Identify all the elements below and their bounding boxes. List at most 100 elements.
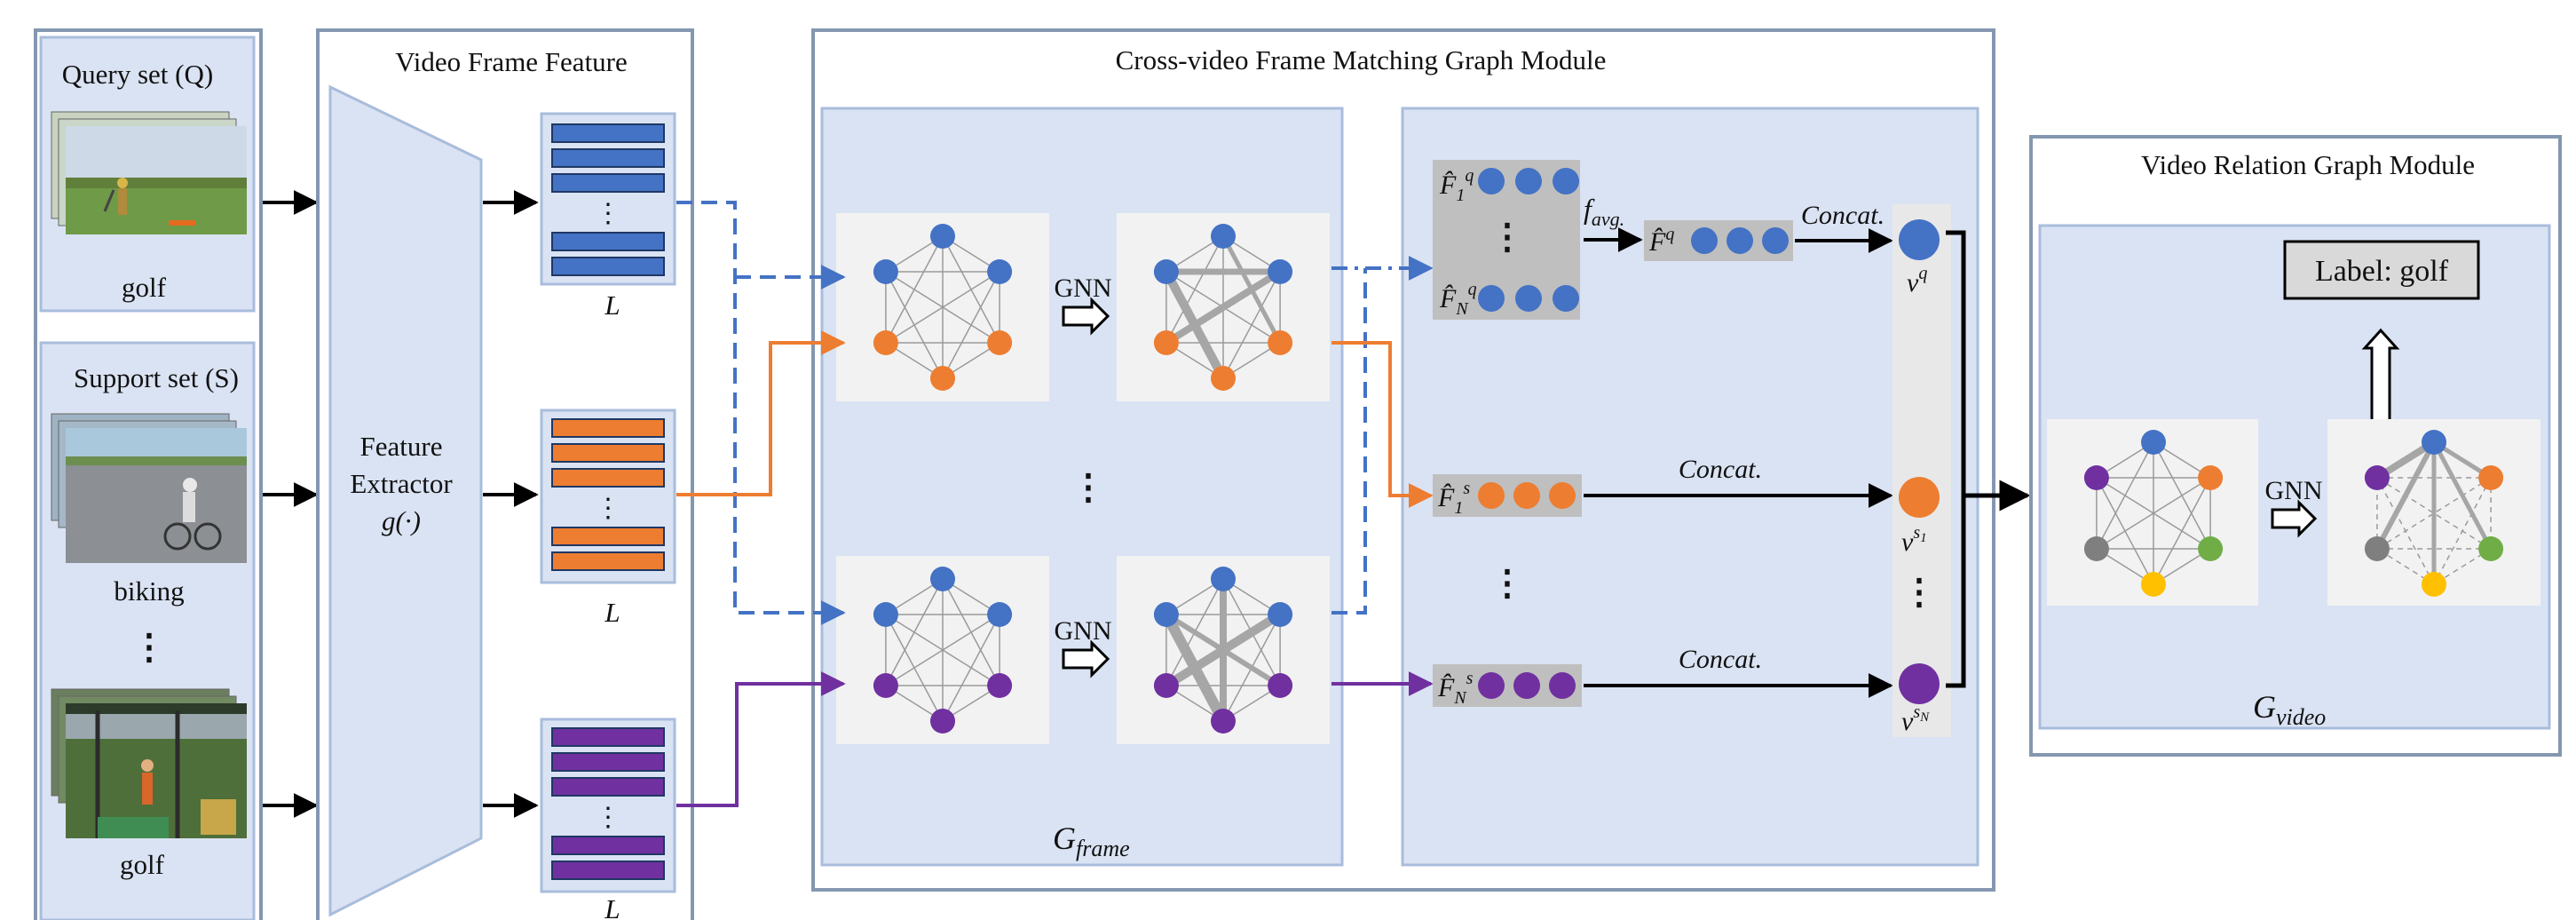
frame-graphs xyxy=(873,224,1293,734)
graph-edge xyxy=(1164,268,1283,346)
cross-video-module: Cross-video Frame Matching Graph Module … xyxy=(676,28,2031,892)
gnn-label-relation: GNN xyxy=(2265,476,2323,505)
graph-node xyxy=(1153,673,1179,698)
graph-node xyxy=(1153,259,1179,284)
vs1-label: vs1 xyxy=(1901,523,1927,557)
support-video-thumbnail-golf xyxy=(51,688,247,838)
graph-node xyxy=(930,366,955,391)
query-label: golf xyxy=(122,272,167,303)
cross-module-title: Cross-video Frame Matching Graph Module xyxy=(1116,44,1607,75)
extractor-line-1: Feature xyxy=(360,431,443,462)
graph-edge xyxy=(885,271,944,379)
graph-node xyxy=(987,259,1013,284)
frame-graph-before-top xyxy=(873,224,1013,391)
support-feature-stack-n: ⋮ xyxy=(540,718,676,893)
query-video-node xyxy=(1899,219,1940,260)
svg-text:⋮: ⋮ xyxy=(595,199,621,228)
relation-module-title: Video Relation Graph Module xyxy=(2141,149,2475,180)
graph-edge xyxy=(1221,234,1283,345)
query-agg-ellipsis: ⋮ xyxy=(1489,217,1525,257)
fq-label: F̂q xyxy=(1648,225,1674,257)
frame-graph-after-bottom xyxy=(1153,567,1293,734)
graph-edge xyxy=(2376,477,2492,550)
query-feature-to-bottom-graph-line xyxy=(676,201,846,625)
graph-node xyxy=(1211,224,1236,249)
video-node-ellipsis: ⋮ xyxy=(1901,572,1937,612)
graph-node xyxy=(873,673,898,698)
support1-feature-to-graph-line xyxy=(676,330,846,496)
input-to-extractor-arrows xyxy=(263,190,319,818)
concat-label-query: Concat. xyxy=(1801,201,1885,230)
graph-edge xyxy=(885,614,944,722)
graph-node xyxy=(1268,602,1293,627)
result-label-box xyxy=(2283,240,2480,300)
video-nodes-bracket xyxy=(1946,230,1966,688)
seq-len-label-query: L xyxy=(604,289,620,321)
graph-node xyxy=(873,602,898,627)
graph-edge xyxy=(2096,477,2154,585)
input-sets-column: Query set (Q) golf Support set (S) xyxy=(34,28,263,920)
graph-edge xyxy=(1165,612,1282,688)
fsN-label: F̂Ns xyxy=(1437,669,1474,708)
fq1-label: F̂1q xyxy=(1439,166,1474,205)
fqN-label: F̂Nq xyxy=(1439,280,1477,319)
svg-text:⋮: ⋮ xyxy=(595,494,621,523)
graph-node xyxy=(1268,673,1293,698)
top-graph-to-support1-agg-line xyxy=(1331,341,1434,508)
query-set-title: Query set (Q) xyxy=(62,59,213,90)
support-ellipsis: ⋮ xyxy=(131,627,167,667)
svg-text:⋮: ⋮ xyxy=(595,803,621,832)
video-graph-after xyxy=(2364,430,2504,597)
graph-edge xyxy=(2431,440,2493,551)
feature-module-title: Video Frame Feature xyxy=(395,46,628,77)
extractor-line-2: Extractor xyxy=(350,468,453,499)
query-video-thumbnail xyxy=(51,111,247,234)
vsN-label: vsN xyxy=(1901,702,1930,736)
graph-node xyxy=(987,673,1013,698)
supportn-video-node xyxy=(1899,663,1940,704)
graph-node xyxy=(1211,567,1236,591)
gnn-label-bottom: GNN xyxy=(1055,616,1112,646)
vq-label: vq xyxy=(1907,264,1927,297)
support-feature-stack-1: ⋮ xyxy=(540,408,676,584)
graph-edge xyxy=(885,614,1000,686)
gnn-arrow-bottom-icon xyxy=(1062,639,1110,678)
seq-len-label-support-n: L xyxy=(604,893,620,920)
video-frame-feature-module: Video Frame Feature Feature Extractor g(… xyxy=(316,28,694,920)
gnn-arrow-top-icon xyxy=(1062,297,1110,336)
graph-node xyxy=(2083,465,2109,490)
support-set-title: Support set (S) xyxy=(74,362,239,393)
graph-edge xyxy=(2375,440,2437,551)
graph-node xyxy=(2478,465,2504,490)
support-label-biking: biking xyxy=(114,575,184,607)
graph-node xyxy=(873,330,898,355)
support1-video-node xyxy=(1899,477,1940,518)
video-graphs xyxy=(2083,430,2504,597)
support-video-thumbnail-biking xyxy=(51,413,247,563)
graph-node xyxy=(1268,330,1293,355)
seq-len-label-support-1: L xyxy=(604,597,620,628)
graph-edge xyxy=(2376,477,2492,550)
graph-node xyxy=(2478,536,2504,561)
g-frame-label: Gframe xyxy=(1053,821,1130,861)
frame-graph-before-bottom xyxy=(873,567,1013,734)
graph-edge xyxy=(885,271,1000,344)
g-video-label: Gvideo xyxy=(2253,689,2326,730)
graph-node xyxy=(2364,536,2390,561)
graph-node xyxy=(2422,430,2446,455)
graph-node xyxy=(2198,536,2224,561)
graph-node xyxy=(873,259,898,284)
graph-node xyxy=(1153,330,1179,355)
fs1-label: F̂1s xyxy=(1437,479,1470,518)
concat-label-support1: Concat. xyxy=(1679,455,1762,484)
support-label-golf: golf xyxy=(120,849,165,880)
graph-node xyxy=(1268,259,1293,284)
graph-node xyxy=(930,709,955,734)
graph-node xyxy=(2364,465,2390,490)
video-relation-module: Video Relation Graph Module Label: golf … xyxy=(2029,135,2562,757)
graph-node xyxy=(1211,366,1236,391)
supportn-feature-to-graph-line xyxy=(676,671,846,807)
support-agg-ellipsis: ⋮ xyxy=(1489,563,1525,603)
query-feature-stack: ⋮ xyxy=(540,112,676,286)
graph-node xyxy=(1211,709,1236,734)
